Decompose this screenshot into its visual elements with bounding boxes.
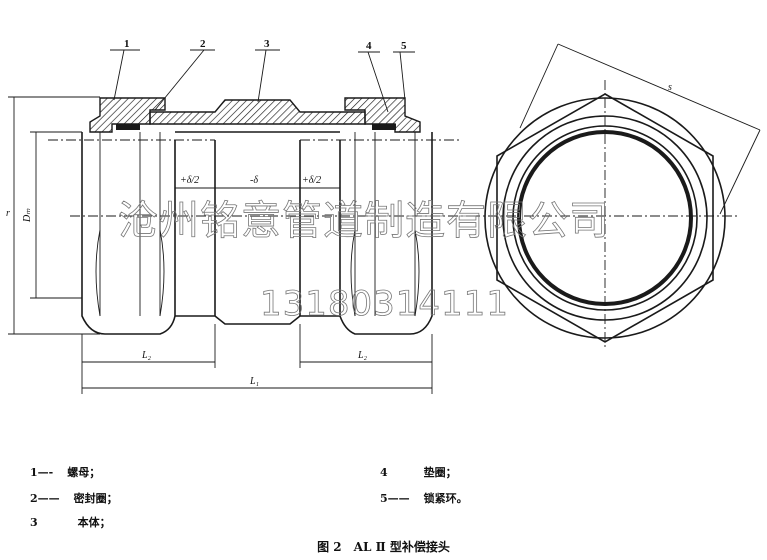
dim-s: s (668, 82, 672, 93)
legend-item-2: 2——密封圈； (30, 492, 118, 505)
watermark-company: 沧州铭意管道制造有限公司 (118, 198, 610, 244)
callout-5: 5 (401, 40, 407, 52)
hex-nut (496, 93, 714, 343)
dim-minus-delta: -δ (250, 175, 258, 186)
end-view: s (470, 43, 761, 350)
dim-l2-right: L₂ (357, 350, 368, 361)
left-seal-ring (116, 124, 140, 130)
dim-l1: L₁ (249, 376, 259, 387)
left-nut-outline (81, 132, 176, 335)
callout-4: 4 (366, 40, 372, 52)
watermark-phone: 13180314111 (260, 284, 509, 324)
callout-3: 3 (264, 38, 270, 50)
right-nut-outline (339, 132, 433, 335)
dim-l2-left: L₂ (141, 350, 152, 361)
legend-item-5: 5——锁紧环。 (380, 492, 468, 505)
dim-r: r (6, 208, 10, 219)
right-nut-section (344, 97, 421, 133)
legend-item-1: 1—-螺母； (30, 466, 101, 479)
dim-dw: Dₘ (22, 208, 33, 223)
body-wall (149, 99, 366, 125)
callout-2: 2 (200, 38, 206, 50)
dim-plus-delta-left: +δ/2 (180, 175, 199, 186)
left-nut-section (89, 97, 166, 133)
figure-caption: 图 2 AL Ⅱ 型补偿接头 (317, 540, 450, 554)
dim-plus-delta-right: +δ/2 (302, 175, 321, 186)
pipe-ring (517, 130, 693, 306)
right-seal-ring (372, 124, 396, 130)
section-view: 1 2 3 4 5 +δ/2 -δ +δ/2 L₂ L₂ L₁ r Dₘ (6, 38, 470, 394)
callout-1: 1 (124, 38, 130, 50)
body-bottom (175, 315, 340, 325)
